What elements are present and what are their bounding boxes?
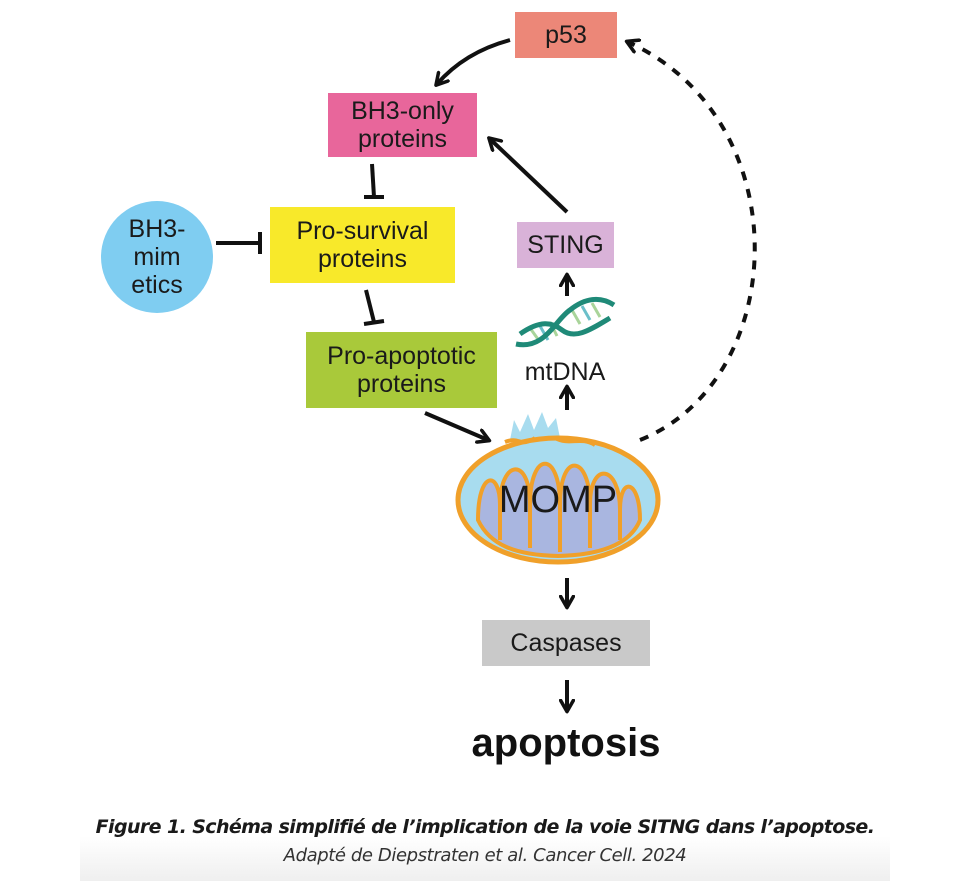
bh3-only-label: BH3-only proteins [351, 97, 454, 153]
figure-caption-title: Figure 1. Schéma simplifié de l’implicat… [95, 816, 875, 838]
pro-apoptotic-label: Pro-apoptotic proteins [327, 342, 476, 398]
sting-node: STING [517, 222, 614, 268]
figure-caption-source: Adapté de Diepstraten et al. Cancer Cell… [283, 845, 687, 866]
edge-mimetics-inhibits-prosurvival [216, 232, 262, 254]
edge-bh3only-inhibits-prosurvival [364, 163, 384, 199]
bh3-only-node: BH3-only proteins [328, 93, 477, 157]
edge-proapoptotic-to-momp [424, 411, 488, 440]
momp-label: MOMP [498, 479, 618, 521]
mtdna-label: mtDNA [524, 358, 606, 386]
caspases-label: Caspases [510, 629, 622, 657]
bh3-mimetics-node: BH3-mimetics [101, 201, 213, 313]
edge-prosurvival-inhibits-proapoptotic [363, 289, 385, 326]
bh3-mimetics-label: BH3-mimetics [128, 215, 186, 299]
p53-label: p53 [545, 21, 587, 49]
caspases-node: Caspases [482, 620, 650, 666]
pro-survival-label: Pro-survival proteins [296, 217, 429, 273]
pro-apoptotic-node: Pro-apoptotic proteins [306, 332, 497, 408]
bh3-mimetics-circle [101, 201, 213, 313]
edge-momp-to-p53-dashed [628, 42, 757, 442]
sting-label: STING [527, 231, 604, 259]
edge-sting-to-bh3only [490, 139, 569, 214]
dna-helix-icon [515, 296, 616, 348]
mitochondrion-icon [455, 412, 661, 565]
caption-background [80, 800, 890, 881]
pro-survival-node: Pro-survival proteins [270, 207, 455, 283]
edge-p53-to-bh3only [437, 38, 511, 84]
p53-node: p53 [515, 12, 617, 58]
apoptosis-label: apoptosis [471, 721, 661, 765]
